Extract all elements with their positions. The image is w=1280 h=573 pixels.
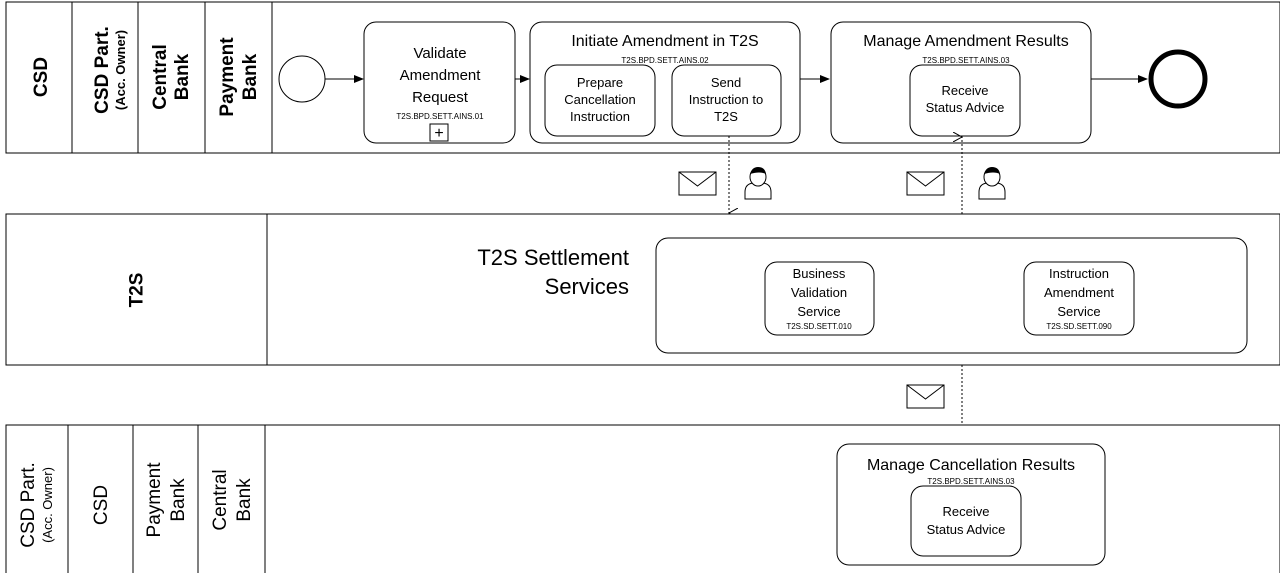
subprocess-initiate-amendment[interactable]: Initiate Amendment in T2S T2S.BPD.SETT.A… bbox=[529, 21, 801, 144]
lane-label-central: Central bbox=[150, 44, 171, 109]
task-receive-bottom-line-2: Status Advice bbox=[927, 522, 1006, 537]
start-event-icon[interactable] bbox=[278, 55, 326, 103]
service-instruction-amendment[interactable]: Instruction Amendment Service T2S.SD.SET… bbox=[1023, 261, 1135, 336]
lane-label-csd: CSD bbox=[31, 57, 52, 97]
lane-label-central-bottom: Central bbox=[210, 469, 231, 530]
subprocess-expand-marker[interactable] bbox=[429, 123, 449, 142]
service-ias-line-1: Instruction bbox=[1049, 266, 1109, 281]
task-validate-line-2: Amendment bbox=[400, 67, 482, 84]
lane-label-payment-bank: Bank bbox=[240, 53, 261, 100]
lane-label-t2s: T2S bbox=[127, 273, 148, 308]
t2s-pool: T2S T2S Settlement Services Business Val… bbox=[5, 213, 1280, 366]
user-icon bbox=[978, 167, 1006, 200]
task-send-line-1: Send bbox=[711, 75, 741, 90]
lane-label-central-bank: Bank bbox=[172, 53, 193, 100]
t2s-settlement-services-container[interactable] bbox=[655, 237, 1248, 354]
envelope-icon bbox=[678, 171, 717, 196]
service-ias-line-3: Service bbox=[1057, 304, 1100, 319]
lane-label-csd-participant: CSD Part. bbox=[92, 26, 113, 114]
subprocess-manage-amendment-title: Manage Amendment Results bbox=[863, 33, 1068, 50]
service-bvs-line-3: Service bbox=[797, 304, 840, 319]
lane-label-central-bank-bottom: Bank bbox=[234, 478, 255, 522]
lane-label-payment-bottom: Payment bbox=[144, 462, 165, 538]
t2s-settlement-services-title-line-2: Services bbox=[545, 274, 629, 299]
subprocess-initiate-title: Initiate Amendment in T2S bbox=[571, 33, 758, 50]
service-bvs-line-2: Validation bbox=[791, 285, 847, 300]
envelope-icon bbox=[906, 384, 945, 409]
subprocess-manage-cancellation-title: Manage Cancellation Results bbox=[867, 457, 1075, 474]
lane-label-account-owner: (Acc. Owner) bbox=[113, 30, 128, 110]
subprocess-manage-cancellation-results[interactable]: Manage Cancellation Results T2S.BPD.SETT… bbox=[836, 443, 1106, 566]
service-bvs-line-1: Business bbox=[793, 266, 846, 281]
bottom-pool: CSD Part. (Acc. Owner) CSD Payment Bank … bbox=[5, 424, 1280, 573]
service-business-validation[interactable]: Business Validation Service T2S.SD.SETT.… bbox=[764, 261, 875, 336]
service-ias-line-2: Amendment bbox=[1044, 285, 1114, 300]
task-receive-status-advice-bottom[interactable]: Receive Status Advice bbox=[910, 485, 1022, 557]
task-send-instruction[interactable]: Send Instruction to T2S bbox=[671, 64, 782, 137]
lane-label-payment: Payment bbox=[217, 37, 238, 117]
subprocess-expand-marker-symbol: + bbox=[434, 125, 443, 142]
subprocess-manage-amendment-code: T2S.BPD.SETT.AINS.03 bbox=[922, 56, 1010, 65]
envelope-icon bbox=[906, 171, 945, 196]
task-receive-status-advice-top[interactable]: Receive Status Advice bbox=[909, 64, 1021, 137]
user-icon bbox=[744, 167, 772, 200]
t2s-settlement-services-title-line-1: T2S Settlement bbox=[477, 245, 629, 270]
task-validate-line-3: Request bbox=[412, 89, 469, 106]
task-prepare-line-3: Instruction bbox=[570, 109, 630, 124]
lane-label-csd-participant-bottom: CSD Part. bbox=[18, 462, 39, 548]
lane-label-account-owner-bottom: (Acc. Owner) bbox=[40, 467, 55, 543]
task-send-line-3: T2S bbox=[714, 109, 738, 124]
subprocess-manage-amendment-results[interactable]: Manage Amendment Results T2S.BPD.SETT.AI… bbox=[830, 21, 1092, 144]
task-receive-bottom-line-1: Receive bbox=[943, 504, 990, 519]
service-bvs-code: T2S.SD.SETT.010 bbox=[786, 322, 852, 331]
task-validate-code: T2S.BPD.SETT.AINS.01 bbox=[396, 112, 484, 121]
top-pool: CSD CSD Part. (Acc. Owner) Central Bank … bbox=[5, 1, 1280, 154]
service-ias-code: T2S.SD.SETT.090 bbox=[1046, 322, 1112, 331]
subprocess-initiate-code: T2S.BPD.SETT.AINS.02 bbox=[621, 56, 709, 65]
task-validate-line-1: Validate bbox=[413, 45, 466, 62]
lane-label-csd-bottom: CSD bbox=[91, 485, 112, 525]
task-prepare-line-2: Cancellation bbox=[564, 92, 636, 107]
task-receive-top-line-2: Status Advice bbox=[926, 100, 1005, 115]
task-prepare-cancellation[interactable]: Prepare Cancellation Instruction bbox=[544, 64, 656, 137]
task-prepare-line-1: Prepare bbox=[577, 75, 623, 90]
task-receive-top-line-1: Receive bbox=[942, 83, 989, 98]
subprocess-manage-cancellation-code: T2S.BPD.SETT.AINS.03 bbox=[927, 477, 1015, 486]
task-validate-amendment-request[interactable]: Validate Amendment Request T2S.BPD.SETT.… bbox=[363, 21, 516, 144]
end-event-icon[interactable] bbox=[1148, 49, 1208, 109]
task-send-line-2: Instruction to bbox=[689, 92, 763, 107]
lane-label-payment-bank-bottom: Bank bbox=[168, 478, 189, 522]
